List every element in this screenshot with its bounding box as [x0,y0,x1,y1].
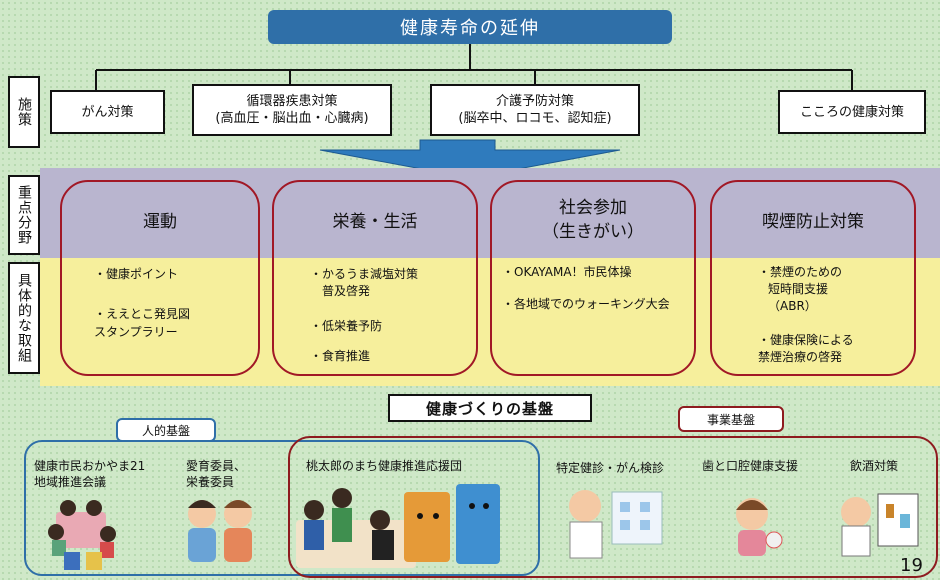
side-label-concrete: 具体的な取組 [8,262,40,374]
measure-box: がん対策 [50,90,165,134]
down-arrow-icon [319,139,621,179]
measure-box: こころの健康対策 [778,90,926,134]
alcohol-lecture-icon [841,493,919,557]
focus-item: ・低栄養予防 [310,319,383,333]
measure-label: 循環器疾患対策 [246,94,338,109]
page-title: 健康寿命の延伸 [268,10,672,44]
measure-sublabel: (脳卒中、ロコモ、認知症) [458,111,612,126]
side-label-measures: 施策 [8,76,40,148]
focus-item: ・健康保険による [758,333,854,347]
tooth-brushing-icon [736,498,783,556]
foundation-item-label: 特定健診・がん検診 [556,461,665,475]
focus-title: 喫煙防止対策 [762,212,864,232]
focus-item: 禁煙治療の啓発 [758,350,843,364]
focus-item: 短時間支援 [768,282,829,296]
measure-label: こころの健康対策 [799,104,904,120]
focus-title: 運動 [143,212,177,232]
focus-item: ・かるうま減塩対策 [310,267,419,281]
focus-item: （ABR） [768,299,817,313]
side-label-priority: 重点分野 [8,175,40,255]
focus-item: ・禁煙のための [758,265,843,279]
measure-box: 循環器疾患対策 (高血圧・脳出血・心臓病) [192,84,392,136]
focus-item: 普及啓発 [322,284,371,298]
foundation-item-label: 桃太郎のまち健康推進応援団 [306,459,463,473]
human-foundation-tag: 人的基盤 [116,418,216,442]
focus-card-social: 社会参加 （生きがい） ・OKAYAMA！市民体操 ・各地域でのウォーキング大会 [490,180,696,376]
foundation-title: 健康づくりの基盤 [388,394,592,422]
foundation-item-label: 歯と口腔健康支援 [702,459,799,473]
doctor-icon [569,490,663,559]
focus-item: ・ええとこ発見図 [94,307,191,321]
focus-title: 社会参加 [559,198,627,218]
foundation-item-label: 栄養委員 [186,475,235,489]
focus-subtitle: （生きがい） [542,222,644,242]
volunteers-icon [188,500,252,562]
human-foundation-frame [24,440,540,576]
measure-box: 介護予防対策 (脳卒中、ロコモ、認知症) [430,84,640,136]
measure-sublabel: (高血圧・脳出血・心臓病) [215,111,369,126]
building-mascots-icon [404,484,500,564]
page-number: 19 [900,555,923,576]
focus-card-smoking: 喫煙防止対策 ・禁煙のための 短時間支援 （ABR） ・健康保険による 禁煙治療… [710,180,916,376]
focus-title: 栄養・生活 [332,212,418,232]
focus-item: ・健康ポイント [94,267,179,281]
meeting-group-icon [48,500,116,570]
foundation-item-label: 愛育委員、 [186,459,247,473]
business-foundation-tag: 事業基盤 [678,406,784,432]
focus-item: ・OKAYAMA！市民体操 [502,265,632,279]
foundation-item-label: 健康市民おかやま21 [34,459,146,473]
focus-item: ・食育推進 [310,349,371,363]
supporters-icon [296,488,416,568]
business-foundation-frame [288,436,938,578]
measure-label: がん対策 [81,104,134,120]
focus-card-nutrition: 栄養・生活 ・かるうま減塩対策 普及啓発 ・低栄養予防 ・食育推進 [272,180,478,376]
foundation-item-label: 飲酒対策 [850,459,899,473]
focus-item: スタンプラリー [94,325,178,339]
foundation-item-label: 地域推進会議 [34,475,107,489]
focus-item: ・各地域でのウォーキング大会 [502,297,670,311]
measure-label: 介護予防対策 [495,94,574,109]
focus-card-exercise: 運動 ・健康ポイント ・ええとこ発見図 スタンプラリー [60,180,260,376]
